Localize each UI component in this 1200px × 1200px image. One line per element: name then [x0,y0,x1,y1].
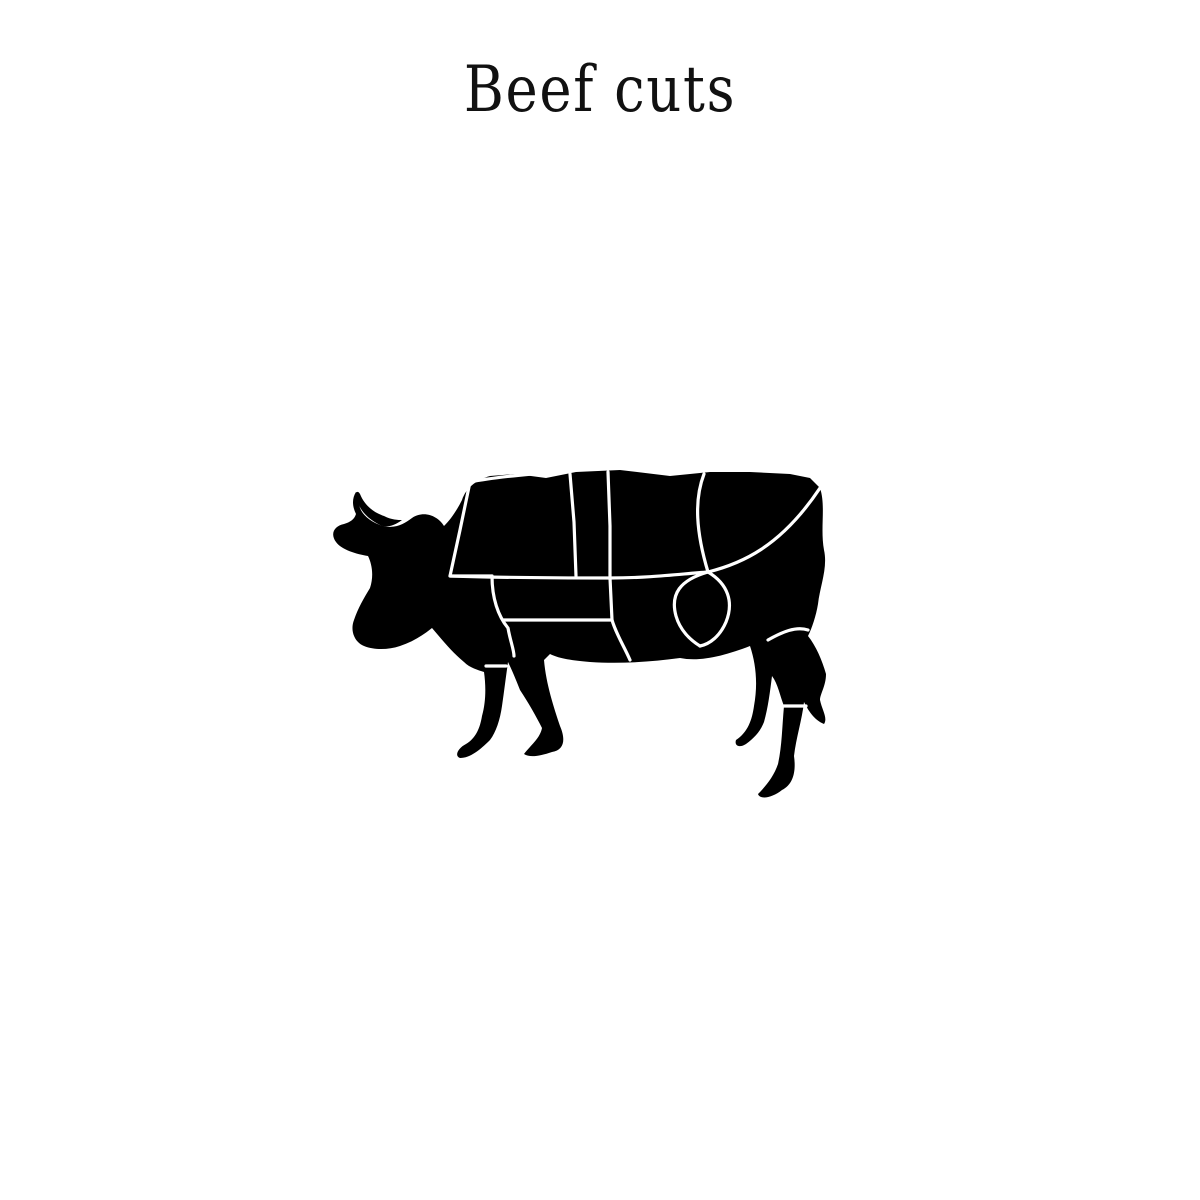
cut-line-chuck-top [468,472,534,484]
cut-line-plate-flank [608,576,632,662]
beef-cuts-diagram [320,470,840,810]
cow-body [333,470,826,798]
horn-icon [355,491,402,527]
cut-line-flank [672,570,710,648]
cut-lines [448,470,822,708]
cut-line-back [448,570,710,580]
cut-line-chuck-lower [490,574,516,658]
ear-icon [335,525,376,552]
cow-silhouette-icon [333,470,826,798]
cut-line-sirloin [706,486,822,574]
page-title: Beef cuts [463,53,737,127]
cut-line-rib-loin [606,470,612,580]
cut-line-flank-back [698,570,731,648]
cut-line-loin-sirloin [696,472,710,574]
cut-line-hind-shank [766,627,810,642]
cut-line-chuck-rib [568,472,578,578]
